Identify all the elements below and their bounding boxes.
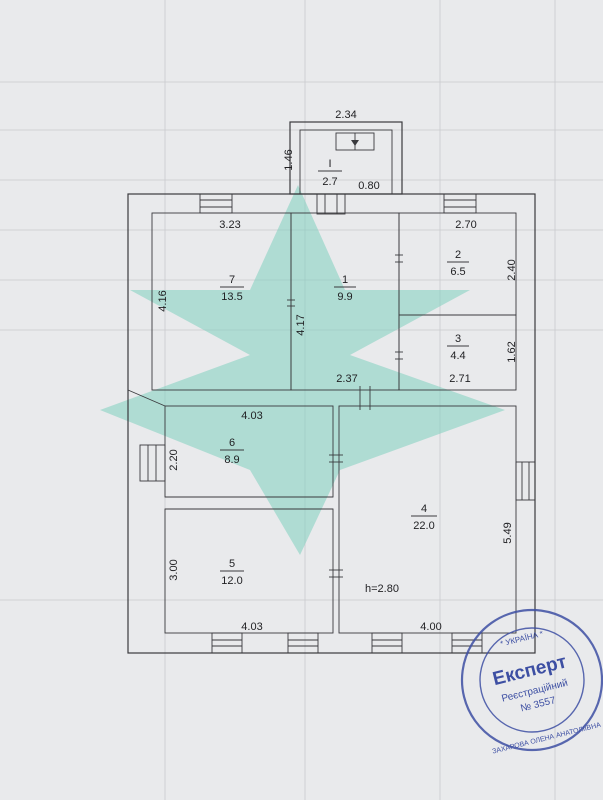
room-3-label: 3 4.4 <box>447 333 469 362</box>
room-2-number: 2 <box>455 249 461 261</box>
dim-room2-width: 2.70 <box>455 219 476 231</box>
room-1-number: 1 <box>342 274 348 286</box>
room-6-number: 6 <box>229 437 235 449</box>
window-top-left <box>199 193 233 214</box>
room-7-area: 13.5 <box>221 291 242 303</box>
room-4-label: 4 22.0 <box>411 503 437 532</box>
room-3-number: 3 <box>455 333 461 345</box>
dim-outbuilding-width: 2.34 <box>335 109 356 121</box>
room-5-area: 12.0 <box>221 575 242 587</box>
dim-room4-length: 5.49 <box>502 522 514 543</box>
dim-room1-width: 2.37 <box>336 373 357 385</box>
stamp-country: * УКРАЇНА * <box>499 629 544 648</box>
dim-room5-width: 4.03 <box>241 621 262 633</box>
room-7-number: 7 <box>229 274 235 286</box>
room-4-number: 4 <box>421 503 427 515</box>
ceiling-height-label: h=2.80 <box>365 583 399 595</box>
room-I-area: 2.7 <box>322 176 337 188</box>
dim-room7-width: 3.23 <box>219 219 240 231</box>
room-6-area: 8.9 <box>224 454 239 466</box>
window-bottom-3 <box>371 632 403 654</box>
window-right <box>515 461 536 501</box>
dim-room3-length: 1.62 <box>506 341 518 362</box>
room-6-label: 6 8.9 <box>220 437 244 466</box>
window-bottom-1 <box>211 632 243 654</box>
room-I-number: I <box>328 158 331 170</box>
room-1-label: 1 9.9 <box>334 274 356 303</box>
room-5-label: 5 12.0 <box>220 558 244 587</box>
dim-room2-length: 2.40 <box>506 259 518 280</box>
dim-room6-width: 4.03 <box>241 410 262 422</box>
room-4-area: 22.0 <box>413 520 434 532</box>
window-top-right <box>443 193 477 214</box>
window-bottom-2 <box>287 632 319 654</box>
room-2-label: 2 6.5 <box>447 249 469 278</box>
room-5-number: 5 <box>229 558 235 570</box>
dim-door-width: 0.80 <box>358 180 379 192</box>
room-7-label: 7 13.5 <box>220 274 244 303</box>
dim-room1-length: 4.17 <box>295 314 307 335</box>
window-left <box>139 444 166 482</box>
dim-outbuilding-depth: 1.46 <box>283 149 295 170</box>
expert-stamp: Експерт Реєстраційний № 3557 * УКРАЇНА *… <box>460 608 603 756</box>
outbuilding-vestibule <box>289 121 403 215</box>
dim-room5-length: 3.00 <box>168 559 180 580</box>
room-1-area: 9.9 <box>337 291 352 303</box>
room-3-area: 4.4 <box>450 350 465 362</box>
dim-room3-width: 2.71 <box>449 373 470 385</box>
room-2-area: 6.5 <box>450 266 465 278</box>
dim-room6-length: 2.20 <box>168 449 180 470</box>
dim-room4-width: 4.00 <box>420 621 441 633</box>
dim-room7-length: 4.16 <box>157 290 169 311</box>
watermark-star <box>100 185 505 555</box>
